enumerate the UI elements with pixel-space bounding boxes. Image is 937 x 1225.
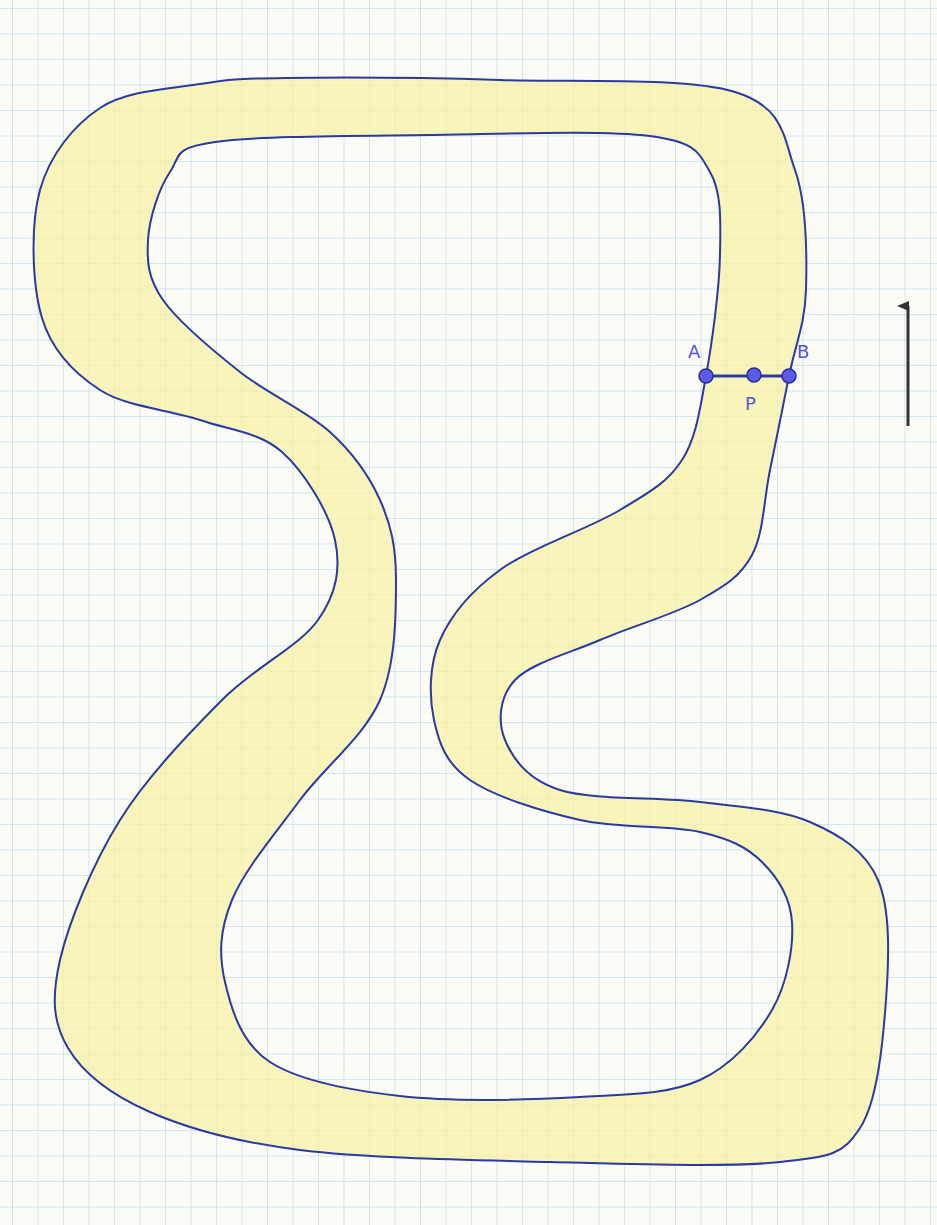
point	[782, 369, 796, 383]
track-band	[34, 78, 889, 1165]
inner-edge	[148, 133, 793, 1100]
outer-edge	[34, 78, 889, 1165]
point-label: A	[688, 343, 700, 361]
direction-arrow	[907, 306, 910, 426]
point	[747, 368, 761, 382]
point-label: B	[797, 343, 809, 361]
point-label: P	[745, 395, 756, 413]
point	[699, 369, 713, 383]
